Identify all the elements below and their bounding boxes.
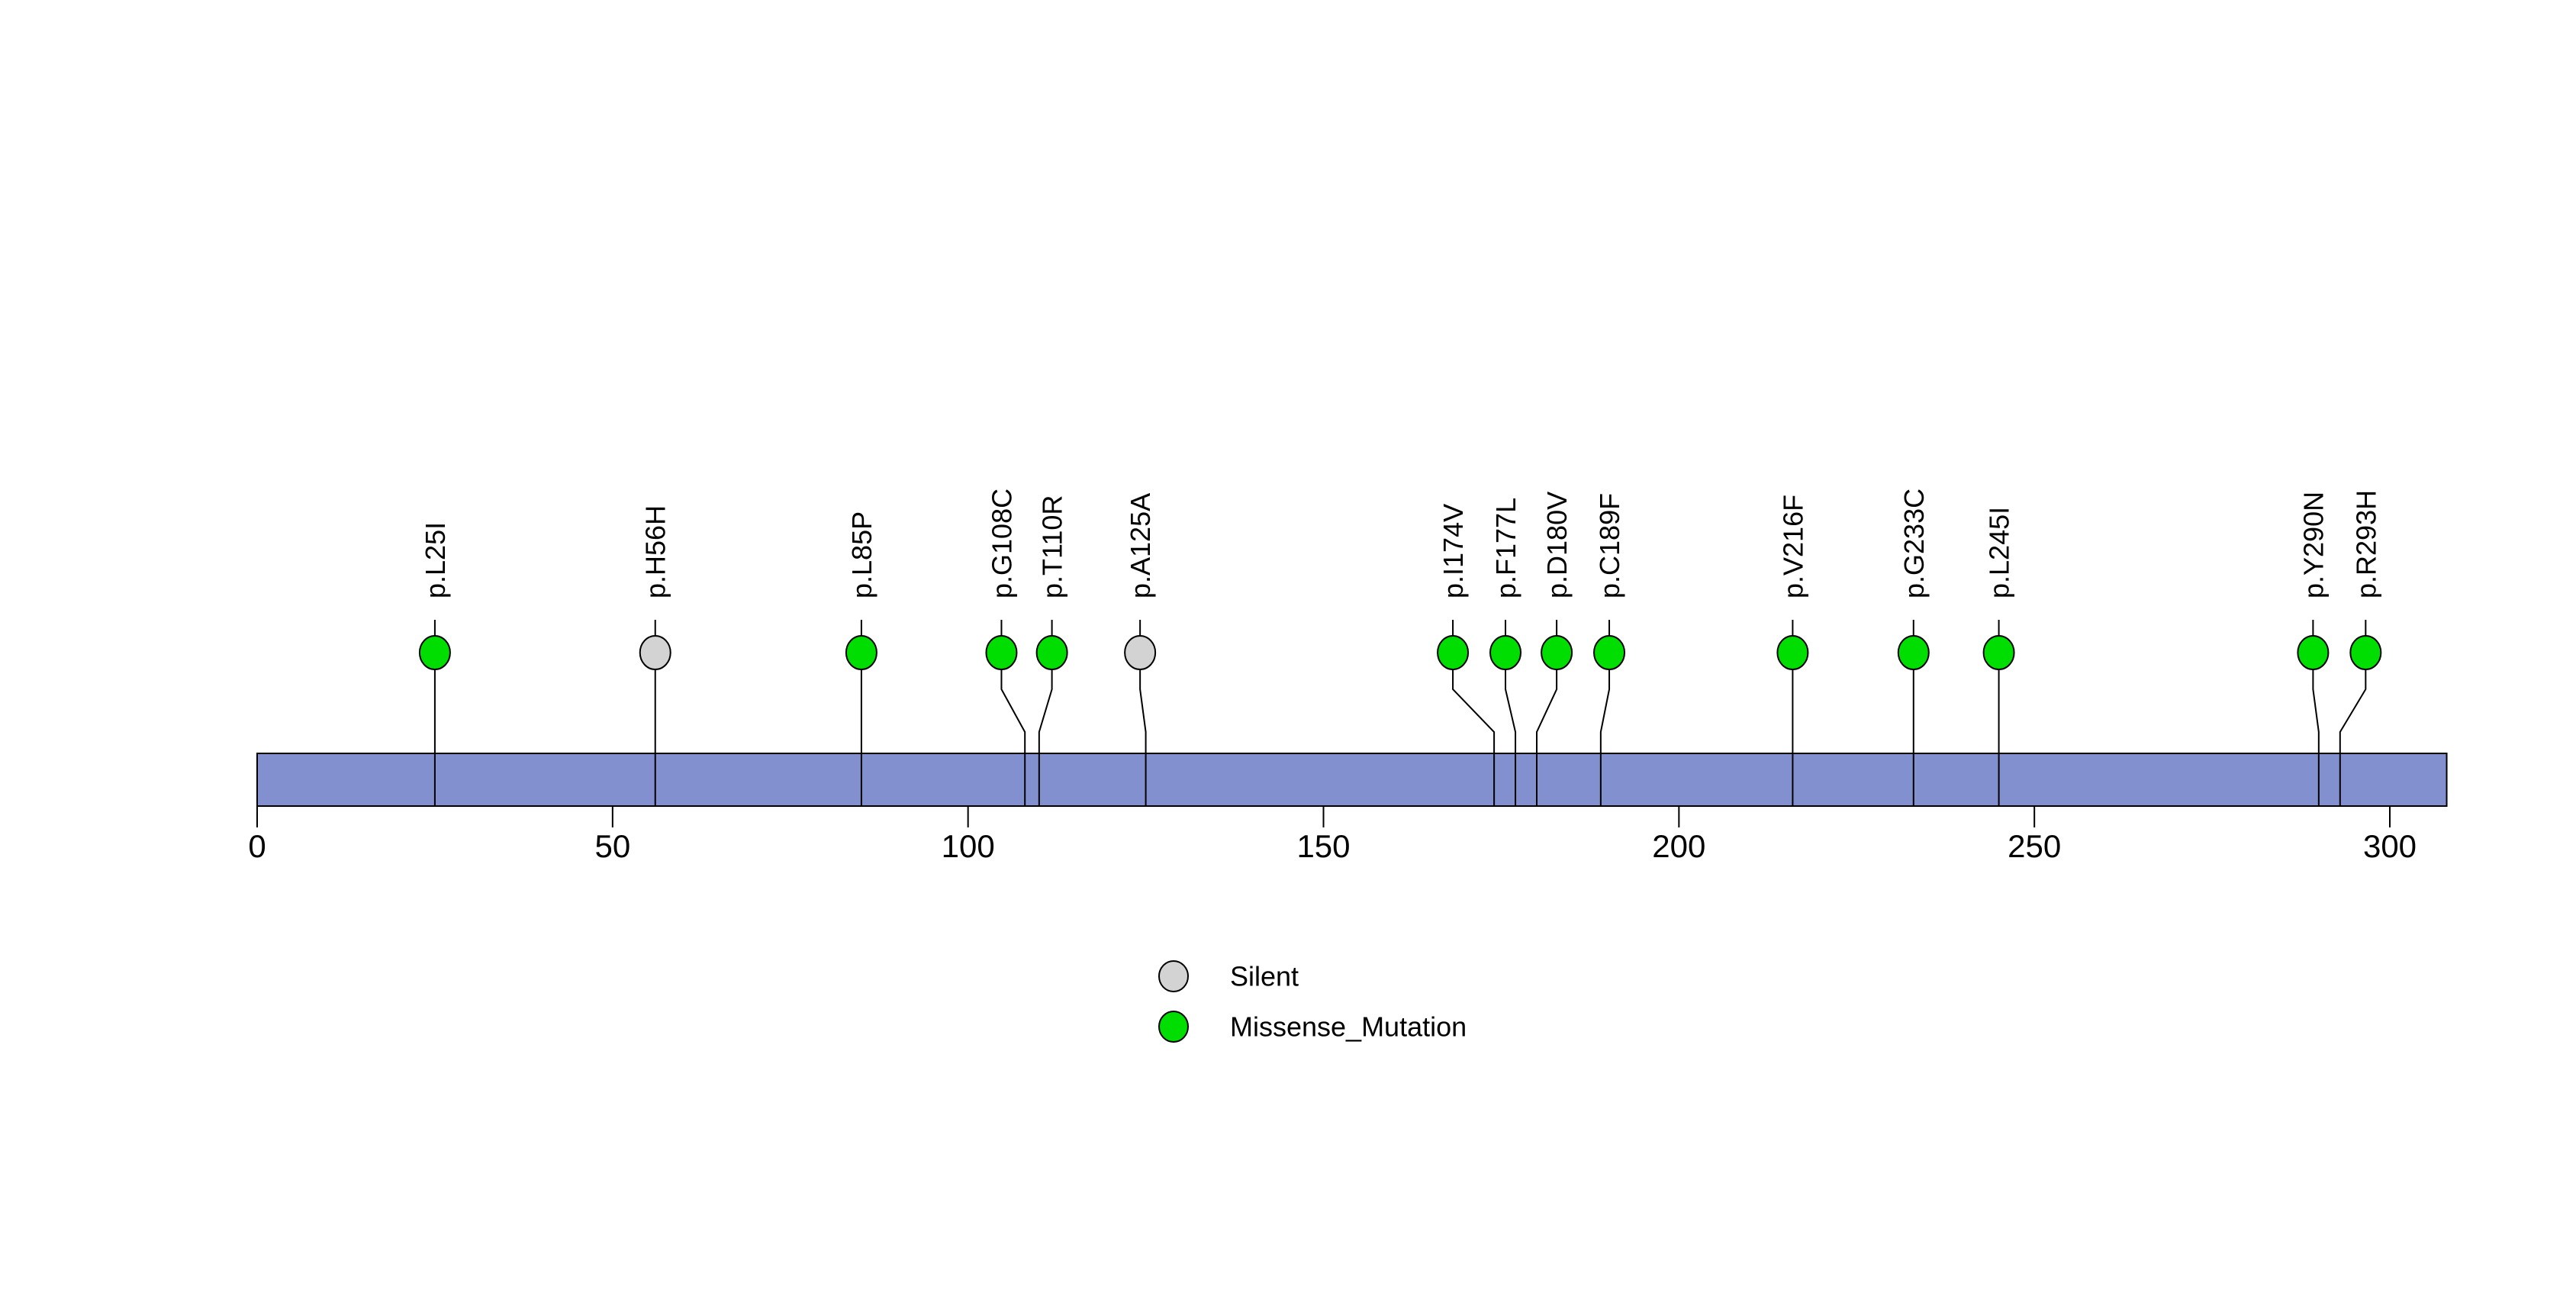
axis-tick-label: 0 [248, 828, 266, 864]
legend-label-silent: Silent [1230, 961, 1299, 992]
mutation-label: p.T110R [1037, 495, 1068, 598]
axis-tick-label: 50 [594, 828, 630, 864]
axis-tick-label: 250 [2008, 828, 2061, 864]
mutation-circle [1124, 635, 1157, 670]
mutation-circle [1982, 635, 2015, 670]
legend-swatch-silent [1158, 960, 1189, 992]
axis-tick-label: 200 [1652, 828, 1705, 864]
mutation-label: p.G108C [986, 489, 1017, 598]
mutation-circle [2349, 635, 2382, 670]
legend-label-missense_mutation: Missense_Mutation [1230, 1011, 1467, 1043]
mutation-label: p.V216F [1777, 495, 1808, 598]
mutation-circle [985, 635, 1018, 670]
mutation-label: p.Y290N [2297, 492, 2329, 598]
mutation-circle [2297, 635, 2330, 670]
axis-tick-label: 100 [942, 828, 995, 864]
mutation-circle [418, 635, 451, 670]
mutation-label: p.I174V [1438, 504, 1469, 598]
mutation-label: p.G233C [1898, 489, 1930, 598]
mutation-circle [1541, 635, 1573, 670]
mutation-label: p.D180V [1541, 492, 1573, 598]
mutation-circle [1035, 635, 1068, 670]
mutation-circle [1776, 635, 1809, 670]
mutation-circle [1897, 635, 1930, 670]
axis-tick-label: 150 [1296, 828, 1350, 864]
mutation-label: p.L25I [420, 522, 451, 598]
axis-tick-label: 300 [2363, 828, 2417, 864]
mutation-circle [1437, 635, 1470, 670]
mutation-circle [1593, 635, 1626, 670]
mutation-label: p.A125A [1125, 493, 1156, 598]
legend-swatch-missense_mutation [1158, 1011, 1189, 1043]
mutation-label: p.F177L [1490, 498, 1521, 598]
mutation-label: p.L245I [1984, 507, 2015, 598]
protein-bar [256, 753, 2448, 807]
mutation-label: p.C189F [1594, 493, 1625, 598]
mutation-circle [1489, 635, 1522, 670]
mutation-circle [639, 635, 671, 670]
mutation-label: p.H56H [640, 505, 671, 598]
mutation-label: p.L85P [846, 511, 877, 598]
mutation-label: p.R293H [2350, 490, 2381, 598]
mutation-circle [845, 635, 877, 670]
